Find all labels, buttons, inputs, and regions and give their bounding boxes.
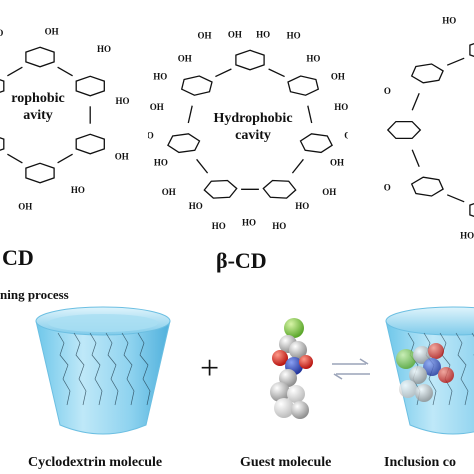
- hydroxyl-label: HO: [295, 201, 309, 211]
- hydroxyl-label: HO: [116, 96, 130, 106]
- hydroxyl-label: HO: [154, 158, 168, 168]
- glucose-ring: [0, 137, 5, 151]
- glycosidic-bond: [196, 158, 209, 174]
- beta-cd-structure: HO HO HO OH HO OH OH OH HO HO HO HO HO OH HO HO OH HO OH OH…: [148, 30, 348, 232]
- hydroxyl-label: HO: [212, 221, 226, 231]
- glycosidic-bond: [187, 105, 193, 124]
- cone-skeleton-line: [121, 332, 135, 406]
- hydroxyl-label: OH: [198, 31, 212, 41]
- hydroxyl-label: HO: [460, 230, 474, 240]
- hydroxyl-label: HO: [153, 72, 167, 82]
- hydroxyl-label: OH: [178, 54, 192, 64]
- alpha-cd-structure: OHHOHOOHHOOHHOHOOHHO: [0, 26, 130, 212]
- glucose-ring: [410, 176, 444, 197]
- glycosidic-bond: [57, 66, 73, 77]
- glycosidic-bond: [215, 68, 232, 78]
- glycosidic-bond: [411, 149, 420, 168]
- cone-skeleton-line: [439, 332, 453, 406]
- glycosidic-bond: [307, 105, 313, 124]
- glucose-ring: [469, 43, 474, 58]
- equilibrium-arrows: [332, 358, 370, 380]
- glycosidic-bond: [268, 68, 285, 78]
- hydroxyl-label: HO: [272, 221, 286, 231]
- glucose-ring: [75, 75, 105, 97]
- hydroxyl-label: OH: [344, 131, 348, 141]
- inclusion-complex: [385, 306, 474, 435]
- hydroxyl-label: HO: [287, 31, 301, 41]
- glucose-ring: [203, 179, 238, 199]
- glucose-ring: [386, 120, 422, 140]
- hydroxyl-label: OH: [18, 202, 32, 212]
- beta-cavity-label: Hydrophobic cavity: [203, 110, 303, 144]
- hydroxyl-label: OH: [162, 187, 176, 197]
- hydroxyl-label: OH: [322, 187, 336, 197]
- hydroxyl-label: OH: [330, 158, 344, 168]
- glycosidic-bond: [7, 153, 23, 164]
- glucose-ring: [287, 75, 320, 96]
- beta-cd-label: β-CD: [216, 248, 267, 273]
- hydroxyl-label: OH: [115, 152, 129, 162]
- hydroxyl-label: HO: [256, 30, 270, 40]
- alpha-cavity-line2: avity: [23, 108, 53, 123]
- glucose-ring: [25, 46, 55, 68]
- hydroxyl-label: HO: [97, 44, 111, 54]
- guest-molecule: [270, 318, 313, 419]
- hydroxyl-label: HO: [384, 182, 391, 192]
- hydroxyl-label: OH: [331, 72, 345, 82]
- cone-skeleton-line: [89, 332, 103, 406]
- hydroxyl-label: HO: [334, 102, 348, 112]
- cone-skeleton-line: [105, 332, 119, 406]
- beta-cavity-line1: Hydrophobic: [213, 111, 293, 126]
- glucose-ring: [167, 133, 201, 154]
- glycosidic-bond: [7, 66, 23, 77]
- glycosidic-bond: [57, 153, 73, 164]
- glucose-ring: [469, 203, 474, 218]
- hydroxyl-label: HO: [384, 86, 391, 96]
- gamma-cd-structure: HOHOHOHOHOOHHC: [384, 16, 474, 240]
- hydroxyl-label: HO: [148, 131, 154, 141]
- caption-guest: Guest molecule: [240, 455, 332, 470]
- glucose-ring: [262, 179, 297, 199]
- hydroxyl-label: HO: [71, 185, 85, 195]
- glycosidic-bond: [291, 158, 304, 174]
- cyclodextrin-cone-left: [35, 306, 171, 435]
- hydroxyl-label: HO: [442, 16, 456, 26]
- cone-skeleton-line: [57, 332, 71, 406]
- alpha-cavity-line1: rophobic: [11, 91, 65, 106]
- glycosidic-bond: [446, 57, 465, 66]
- glucose-ring: [75, 133, 105, 155]
- alpha-cavity-label: rophobic avity: [0, 90, 78, 124]
- hydroxyl-label: OH: [228, 30, 242, 40]
- hydroxyl-label: HO: [189, 201, 203, 211]
- alpha-cd-label: CD: [2, 245, 34, 270]
- cone-skeleton-line: [137, 332, 151, 406]
- cone-skeleton-line: [455, 332, 469, 406]
- plus-sign: +: [200, 350, 220, 387]
- glucose-ring: [299, 133, 333, 154]
- hydroxyl-label: HO: [0, 28, 3, 38]
- hydroxyl-label: OH: [150, 102, 164, 112]
- glucose-ring: [410, 63, 444, 84]
- glucose-ring: [25, 162, 55, 184]
- glycosidic-bond: [411, 92, 420, 111]
- hydroxyl-label: OH: [45, 26, 59, 36]
- glycosidic-bond: [446, 194, 465, 203]
- cone-skeleton-line: [73, 332, 87, 406]
- glucose-ring: [180, 75, 213, 96]
- beta-cavity-line2: cavity: [235, 128, 271, 143]
- caption-cyclodextrin: Cyclodextrin molecule: [28, 455, 163, 470]
- process-title: ning process: [0, 287, 69, 302]
- hydroxyl-label: HO: [242, 218, 256, 228]
- caption-inclusion: Inclusion co: [384, 455, 456, 470]
- hydroxyl-label: HO: [306, 54, 320, 64]
- glucose-ring: [0, 79, 5, 93]
- glucose-ring: [235, 49, 265, 71]
